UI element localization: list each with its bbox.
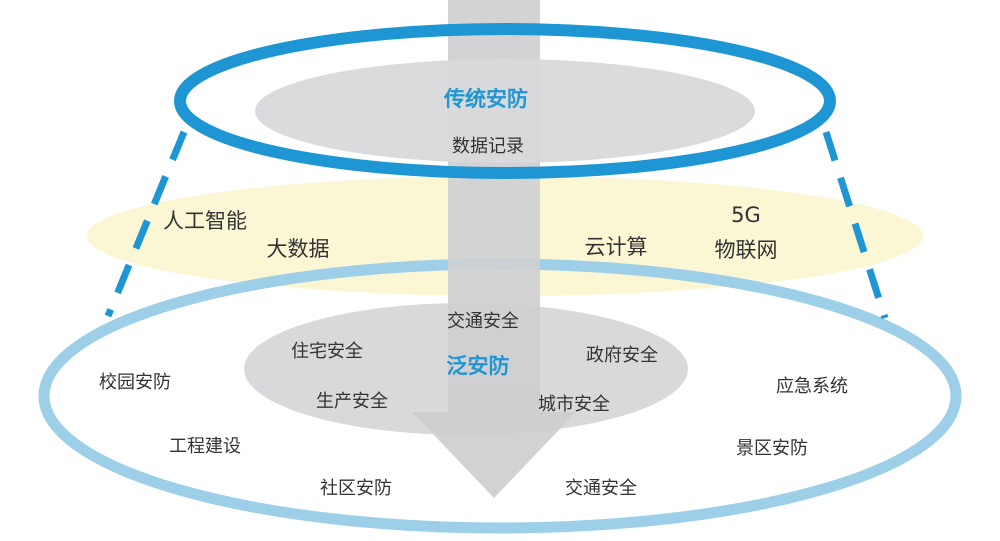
outer-item-emergency: 应急系统 [776, 376, 848, 397]
tech-item-5g: 5G [731, 203, 761, 227]
outer-item-campus: 校园安防 [99, 372, 171, 393]
inner-item-production: 生产安全 [316, 391, 388, 412]
outer-item-scenic: 景区安防 [736, 438, 808, 459]
top-layer-subtitle: 数据记录 [452, 136, 524, 157]
inner-item-traffic: 交通安全 [447, 311, 519, 332]
inner-item-residential: 住宅安全 [291, 341, 363, 362]
outer-item-community: 社区安防 [320, 478, 392, 499]
tech-item-cloud: 云计算 [585, 235, 648, 259]
outer-item-traffic: 交通安全 [565, 478, 637, 499]
inner-item-city: 城市安全 [538, 394, 610, 415]
outer-item-construction: 工程建设 [169, 436, 241, 457]
bottom-layer-title: 泛安防 [447, 354, 510, 378]
left-dashed-connector [104, 130, 188, 318]
top-layer-title: 传统安防 [443, 87, 528, 111]
tech-item-big-data: 大数据 [267, 237, 330, 261]
top-inner-disc [255, 59, 755, 163]
tech-item-ai: 人工智能 [163, 209, 247, 233]
inner-item-government: 政府安全 [586, 345, 658, 366]
top-ring [174, 23, 836, 179]
arrow-head [412, 412, 576, 498]
tech-item-iot: 物联网 [715, 238, 778, 262]
right-dashed-connector [822, 130, 889, 320]
